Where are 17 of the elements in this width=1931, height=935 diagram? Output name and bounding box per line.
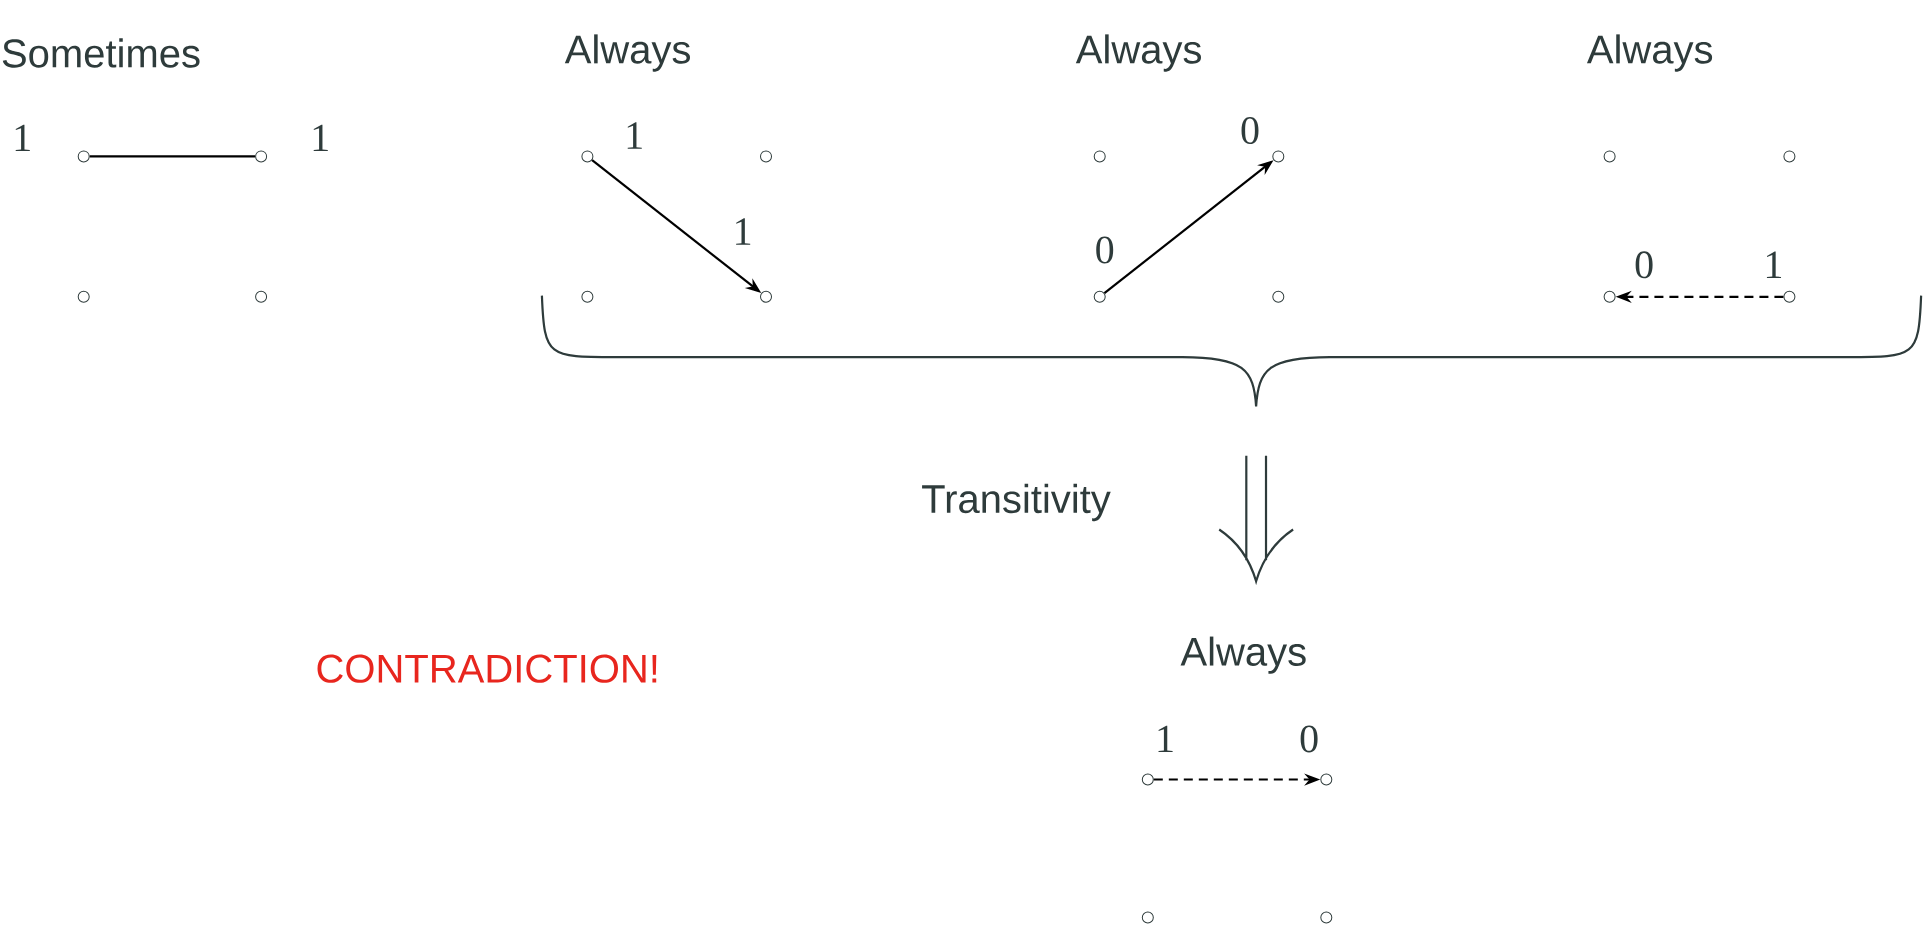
arrow-label: Transitivity [922,483,1111,522]
heading: Always [1075,34,1201,72]
heading: Sometimes [2,38,200,68]
vertex-label: 0 [1300,725,1318,753]
vertex-label: 1 [627,122,642,149]
vertex-label: 1 [313,124,328,152]
vertex-label: 0 [1241,117,1259,144]
vertex-label: 0 [1635,251,1653,279]
vertex-label: 1 [1158,725,1173,753]
vertex-label: 1 [15,124,30,152]
heading: Always [1180,636,1306,674]
vertex-label: 1 [736,218,751,245]
heading: Always [1586,34,1713,72]
vertex-label: 0 [1096,236,1114,264]
vertex-label: 1 [1766,251,1781,278]
contradiction-text: CONTRADICTION! [317,654,657,683]
heading: Always [564,34,690,72]
